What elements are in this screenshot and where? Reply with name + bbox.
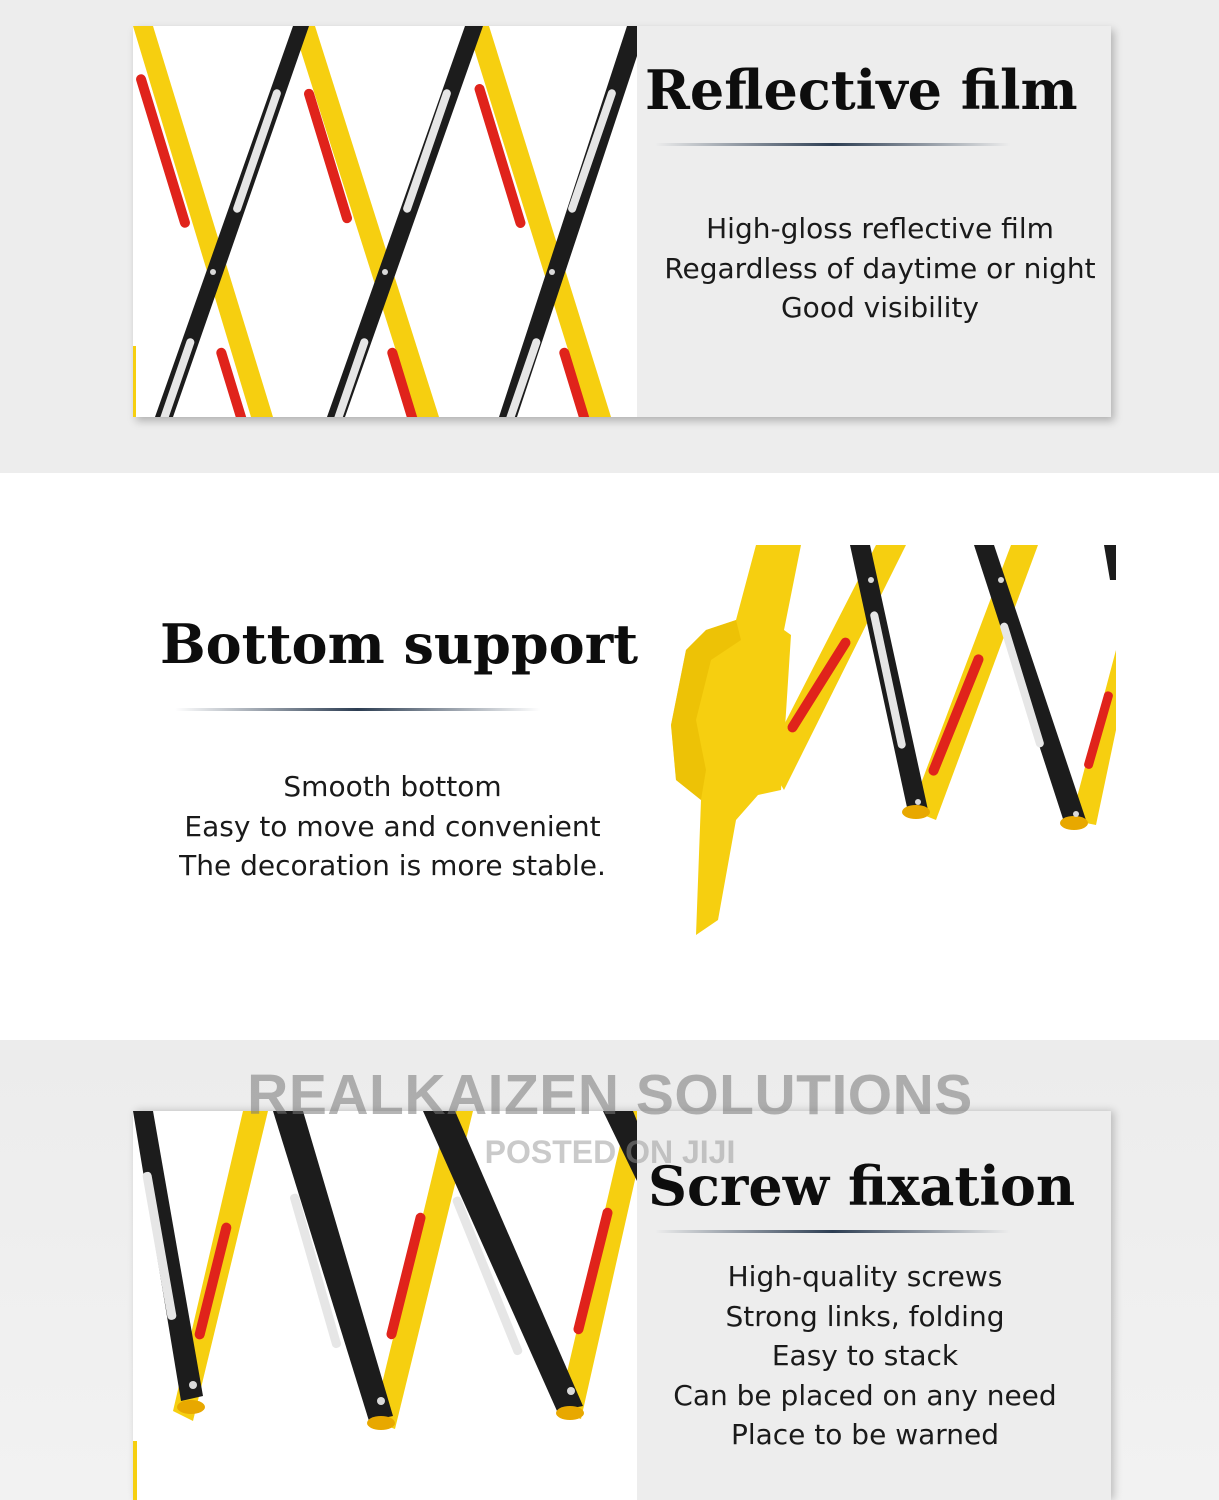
seller-watermark: REALKAIZEN SOLUTIONS (247, 1063, 973, 1127)
barrier-photo-bottom-support (666, 540, 1116, 940)
posted-on-watermark: POSTED ON JIJI (484, 1134, 736, 1170)
description-line: Smooth bottom (283, 770, 502, 803)
description-line: Good visibility (780, 291, 979, 324)
description-line: Regardless of daytime or night (664, 251, 1096, 285)
description-line: High-gloss reflective film (706, 212, 1054, 245)
bottom-support-description: Smooth bottom Easy to move and convenien… (150, 767, 635, 886)
description-line: Easy to stack (771, 1339, 959, 1372)
barrier-photo-reflective (133, 26, 637, 417)
description-line: Strong links, folding (725, 1299, 1005, 1333)
heading-divider (655, 1230, 1010, 1233)
description-line: The decoration is more stable. (179, 849, 606, 882)
reflective-film-description: High-gloss reflective film Regardless of… (640, 209, 1120, 328)
heading-divider (655, 143, 1010, 146)
barrier-photo-screws (133, 1111, 637, 1500)
description-line: Place to be warned (730, 1418, 1000, 1451)
bottom-support-heading: Bottom support (160, 612, 639, 676)
reflective-film-card (133, 26, 1111, 417)
reflective-film-heading: Reflective film (645, 58, 1078, 122)
screw-fixation-heading: Screw fixation (648, 1154, 1076, 1218)
screw-fixation-card (133, 1111, 1111, 1500)
description-line: Can be placed on any need (673, 1378, 1057, 1412)
screw-fixation-description: High-quality screws Strong links, foldin… (640, 1257, 1090, 1455)
description-line: High-quality screws (727, 1260, 1003, 1293)
heading-divider (175, 708, 540, 711)
description-line: Easy to move and convenient (184, 809, 601, 843)
